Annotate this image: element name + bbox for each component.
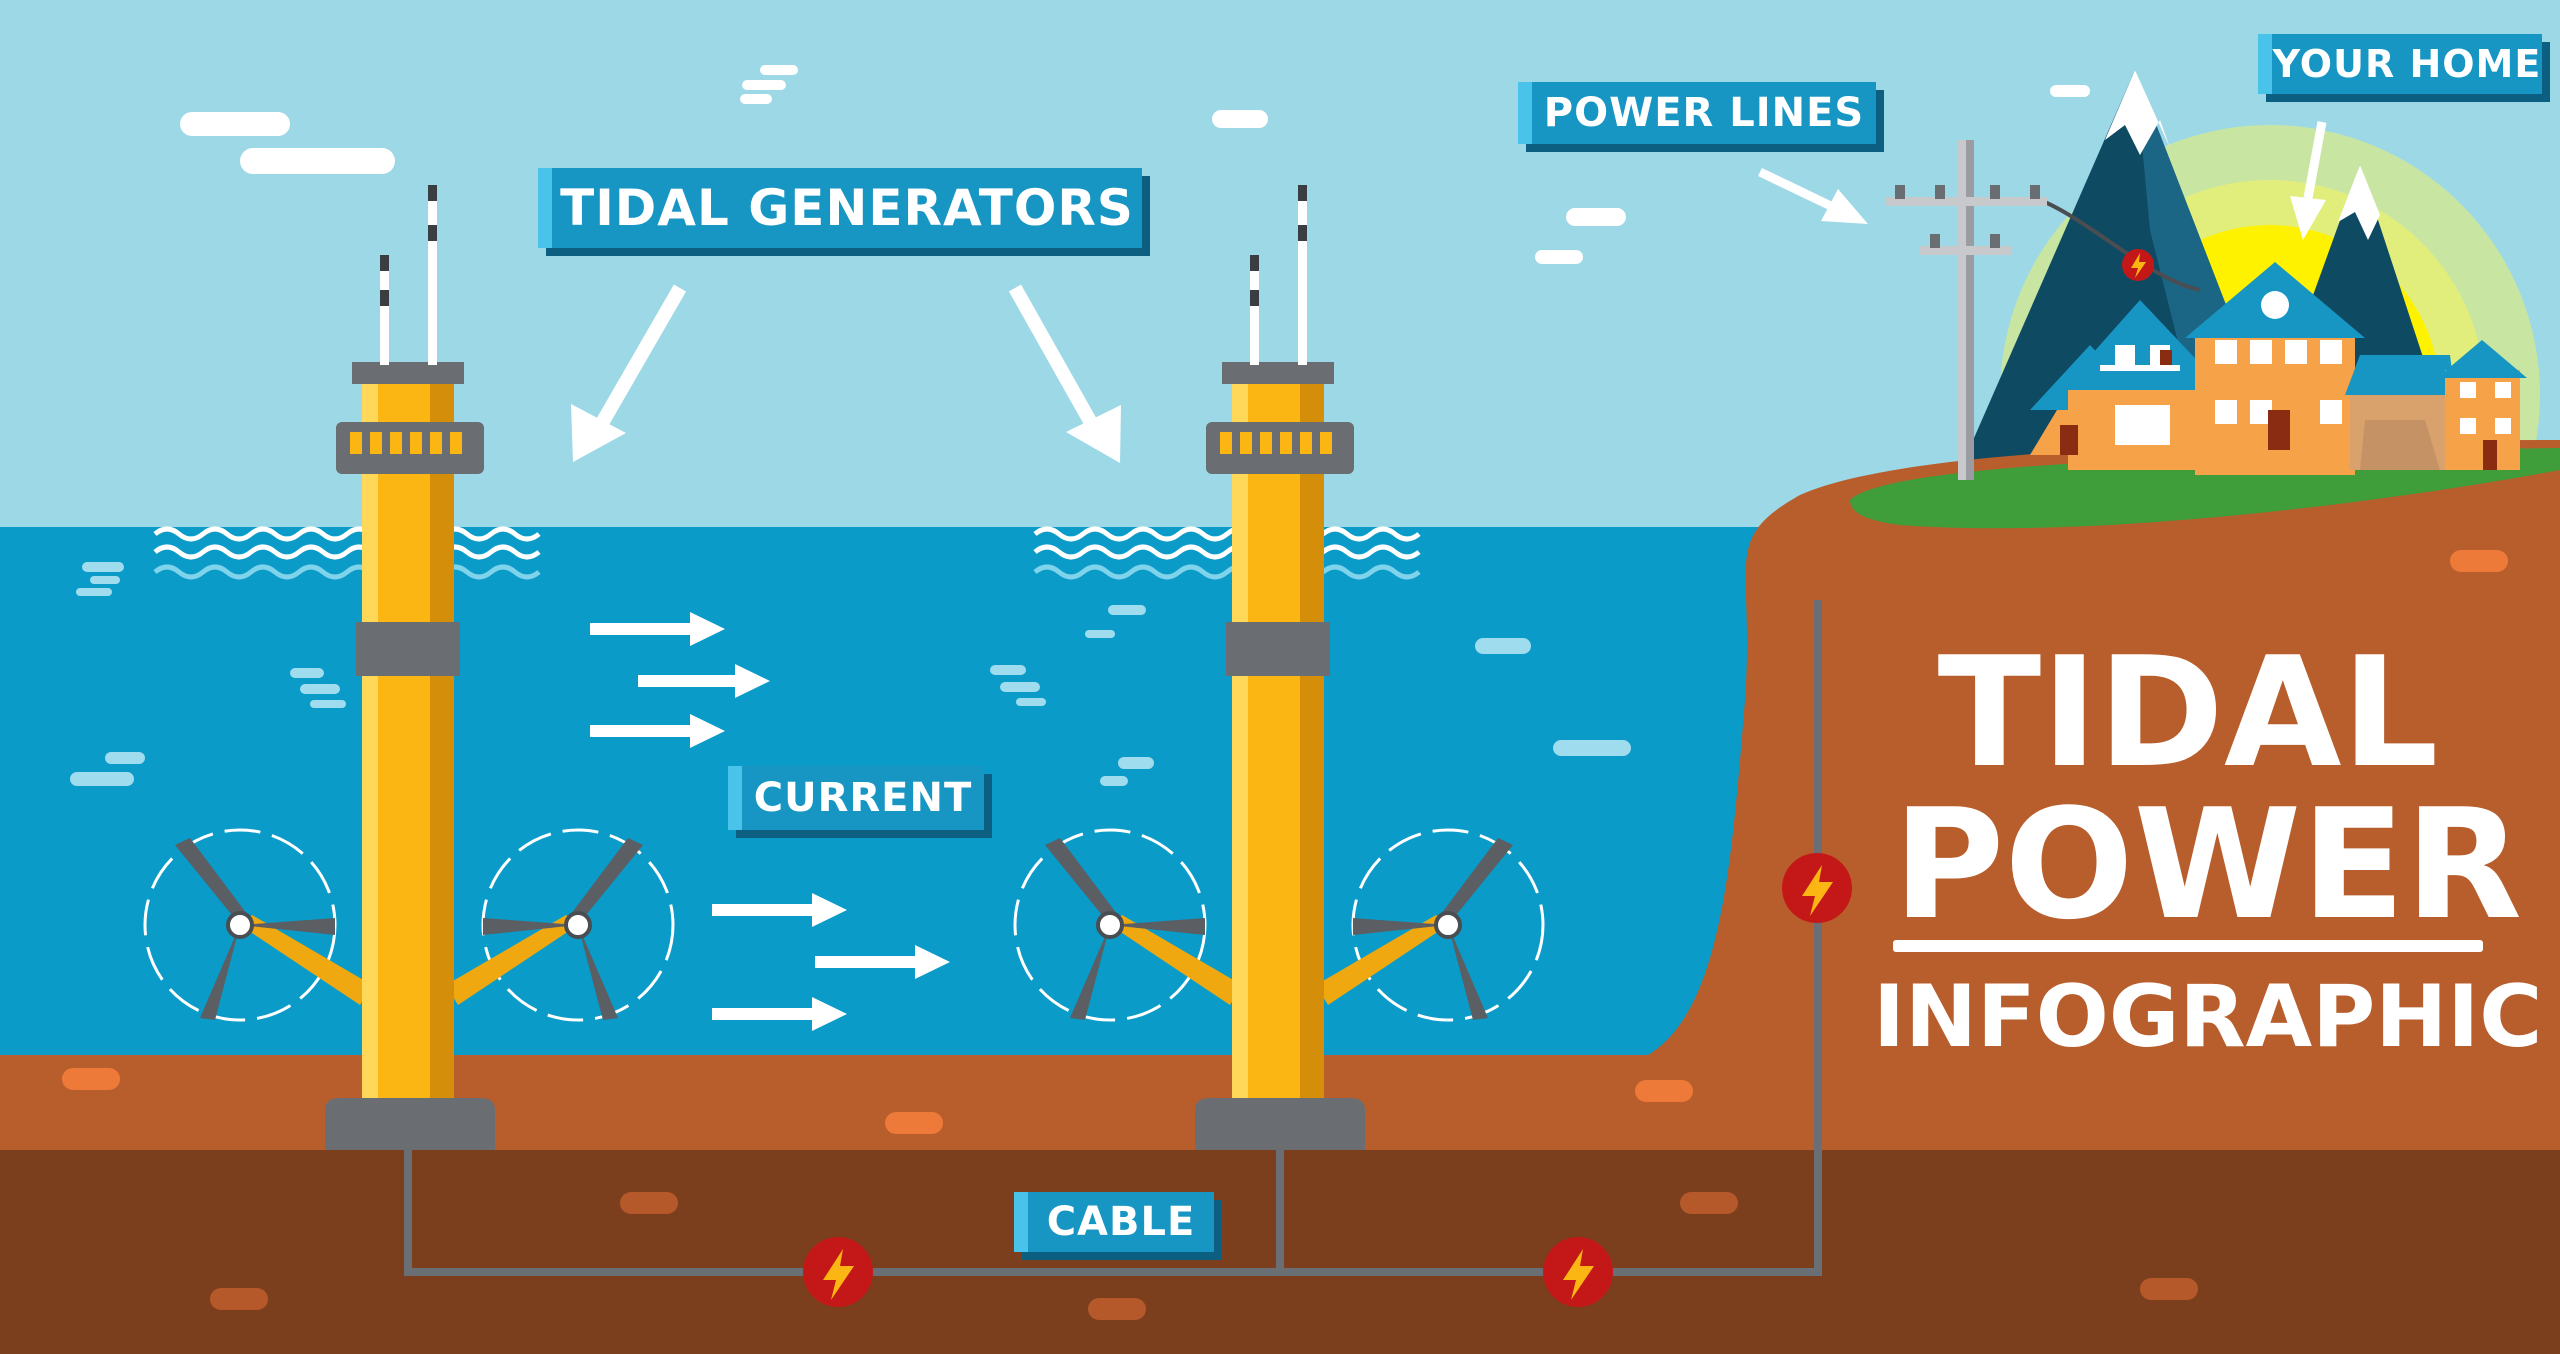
arrow-icon xyxy=(590,612,950,1031)
cable xyxy=(404,600,1822,1276)
lightning-icon xyxy=(803,249,2154,1307)
title-divider xyxy=(1893,940,2483,952)
utility-pole-icon xyxy=(1885,140,2201,480)
tidal-generators-label: TIDAL GENERATORS xyxy=(538,168,1142,248)
cloud-icon xyxy=(180,65,2090,264)
rocks xyxy=(62,550,2508,1320)
current-label: CURRENT xyxy=(728,766,984,830)
arrow-icon xyxy=(571,121,2327,463)
page-title-line-2: POWER xyxy=(1893,776,2523,953)
cable-label: CABLE xyxy=(1014,1192,1214,1252)
wave-icon xyxy=(153,526,1421,560)
page-subtitle: INFOGRAPHIC xyxy=(1873,967,2543,1067)
tidal-generator-2 xyxy=(1013,185,1545,1150)
house-icon xyxy=(2030,262,2527,475)
page-title-line-1: TIDAL xyxy=(1937,624,2439,801)
power-lines-label: POWER LINES xyxy=(1518,82,1876,144)
land xyxy=(1615,440,2560,1067)
your-home-label: YOUR HOME xyxy=(2258,34,2542,94)
turbine-icon xyxy=(1013,828,1545,1022)
turbine-icon xyxy=(143,828,675,1022)
sea-bubbles xyxy=(70,562,1631,786)
tidal-generator-1 xyxy=(143,185,675,1150)
